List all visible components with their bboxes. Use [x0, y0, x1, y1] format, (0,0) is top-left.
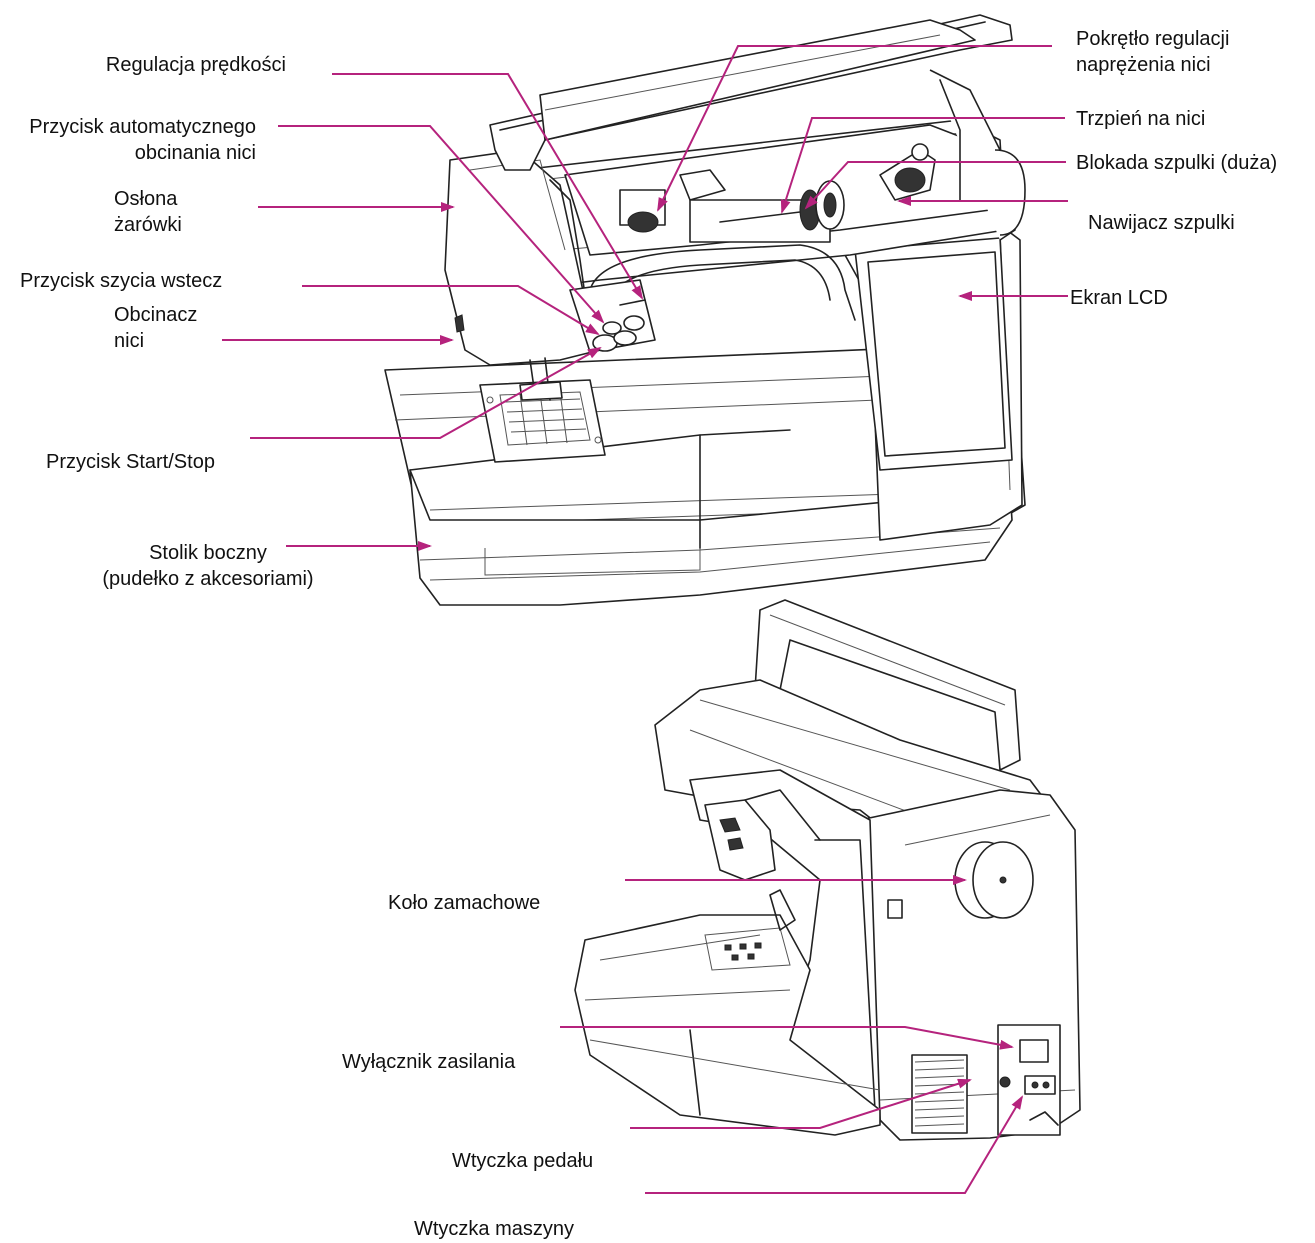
label-power-switch: Wyłącznik zasilania [342, 1051, 516, 1073]
label-reverse-button: Przycisk szycia wstecz [20, 270, 223, 292]
leader-lines [222, 45, 1068, 1194]
leader-reverse [302, 285, 600, 336]
label-tension-dial: Pokrętło regulacji naprężenia nici [1076, 28, 1230, 76]
rear-view-machine [574, 599, 1081, 1141]
front-view-machine [384, 14, 1026, 606]
label-machine-socket: Wtyczka maszyny [414, 1218, 575, 1240]
label-bobbin-winder: Nawijacz szpulki [1088, 212, 1235, 234]
label-side-table: Stolik boczny (pudełko z akcesoriami) [102, 542, 314, 590]
label-speed-control: Regulacja prędkości [105, 54, 286, 76]
label-spool-cap: Blokada szpulki (duża) [1076, 152, 1278, 174]
leader-tension-dial [657, 45, 1052, 212]
leader-power-switch [560, 1026, 1014, 1050]
leader-auto-cutter [278, 125, 605, 324]
label-auto-thread-cutter-button: Przycisk automatycznego obcinania nici [29, 116, 256, 164]
leader-speed-control [332, 73, 644, 300]
label-spool-pin: Trzpień na nici [1076, 108, 1206, 130]
leader-spool-pin [780, 117, 1065, 214]
leader-start-stop [250, 347, 602, 439]
label-bulb-cover: Osłona żarówki [114, 188, 182, 236]
label-thread-cutter: Obcinacz nici [114, 304, 198, 352]
label-lcd-screen: Ekran LCD [1070, 287, 1168, 309]
label-handwheel: Koło zamachowe [388, 892, 541, 914]
label-start-stop-button: Przycisk Start/Stop [46, 451, 215, 473]
leader-foot-control [630, 1078, 972, 1129]
leader-machine-socket [645, 1095, 1024, 1194]
label-foot-control-socket: Wtyczka pedału [452, 1150, 594, 1172]
leader-spool-cap [804, 161, 1066, 210]
